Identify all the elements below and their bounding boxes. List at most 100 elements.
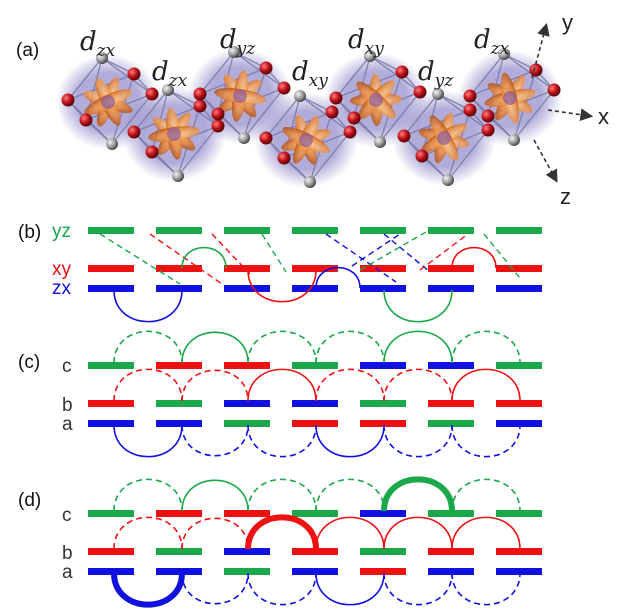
oxygen-atom (529, 63, 543, 77)
cage-edge (309, 131, 351, 183)
cage-edge (233, 51, 285, 89)
oxygen-atom (259, 61, 273, 75)
level-bar (496, 400, 542, 407)
cage-edge (513, 89, 555, 141)
hopping-arc (181, 424, 249, 457)
metal-atom (374, 136, 386, 148)
level-bar (88, 400, 134, 407)
metal-center (233, 89, 247, 103)
y-axis-arrow (531, 22, 550, 79)
metal-atom (294, 90, 306, 102)
metal-center (437, 131, 451, 145)
level-bar (360, 362, 406, 369)
hopping-diagonal (211, 233, 251, 275)
hopping-arc (383, 368, 453, 402)
oxygen-atom (413, 85, 427, 99)
cage-edge (335, 55, 371, 99)
level-bar (428, 265, 474, 272)
hopping-arc (383, 516, 453, 550)
level-bar (496, 568, 542, 575)
level-bar (292, 568, 338, 575)
cage-edge (379, 91, 421, 143)
orbital-labels: dzx dzx dyz dxy dxy dyz dzx (80, 25, 510, 91)
level-bar (292, 265, 338, 272)
metal-atom (364, 50, 376, 62)
hopping-arc (451, 246, 497, 269)
oxygen-atom (145, 87, 159, 101)
level-bar (88, 510, 134, 517)
hopping-diagonal (359, 231, 427, 271)
level-bar (88, 568, 134, 575)
cage-edge (167, 89, 219, 127)
oxygen-atom (61, 93, 75, 107)
oxygen-atom (127, 125, 141, 139)
level-bar (156, 420, 202, 427)
hopping-arc (451, 516, 521, 550)
level-bar (292, 510, 338, 517)
oxygen-atom (277, 151, 291, 165)
hopping-arc (451, 368, 521, 402)
cage-edge (437, 93, 489, 131)
strong-hopping-arc (245, 514, 319, 550)
oxygen-atom (79, 113, 93, 127)
hopping-arc (113, 289, 183, 323)
hopping-arc (315, 516, 385, 550)
hopping-arc (113, 368, 183, 402)
hopping-arc (113, 516, 183, 550)
level-bar (224, 420, 270, 427)
metal-center (369, 93, 383, 107)
level-bar (224, 265, 270, 272)
metal-center (503, 91, 517, 105)
level-bar (156, 400, 202, 407)
cage-edge (403, 93, 439, 137)
row-label-c: c (62, 356, 72, 377)
level-bar (88, 285, 134, 292)
level-bar (292, 362, 338, 369)
hopping-arc (451, 478, 521, 512)
hopping-arc (315, 424, 385, 458)
row-label-b: b (62, 395, 73, 416)
metal-atom (96, 52, 108, 64)
level-bar (88, 548, 134, 555)
oxygen-atom (329, 91, 343, 105)
oxygen-atom (259, 131, 273, 145)
hopping-arc (315, 478, 385, 512)
hopping-arc (113, 478, 183, 512)
hopping-arc (181, 246, 227, 269)
cage-edge (265, 95, 301, 139)
hopping-arc (383, 424, 453, 458)
oxygen-atom (193, 99, 207, 113)
orbital-label-4: dxy (292, 57, 328, 91)
cage-edge (199, 51, 235, 95)
oxygen-atom (211, 119, 225, 133)
orbital-label-6: dyz (418, 57, 454, 91)
level-bar (496, 285, 542, 292)
z-axis-arrow (533, 139, 558, 183)
level-bar (496, 265, 542, 272)
hopping-arc (315, 330, 385, 364)
metal-atom (442, 174, 454, 186)
level-bar (88, 420, 134, 427)
level-bar (496, 362, 542, 369)
level-bar (88, 362, 134, 369)
hopping-arc (247, 424, 317, 458)
metal-atom (106, 138, 118, 150)
level-bar (428, 510, 474, 517)
hopping-diagonal (351, 233, 401, 267)
orbital-label-2: dzx (152, 57, 188, 91)
row-label-xy: xy (52, 259, 72, 280)
oxygen-atom (481, 109, 495, 123)
level-bar (428, 420, 474, 427)
oxygen-atom (211, 107, 225, 121)
hopping-arc (383, 572, 453, 606)
cage-edge (335, 71, 403, 99)
cage-edge (111, 93, 153, 145)
strong-hopping-arc (381, 476, 455, 512)
hopping-diagonal (419, 233, 469, 271)
level-bar (156, 265, 202, 272)
x-axis-arrow (547, 108, 594, 121)
hopping-arc (383, 289, 453, 323)
hopping-arc (315, 368, 385, 402)
level-bar (292, 227, 338, 234)
